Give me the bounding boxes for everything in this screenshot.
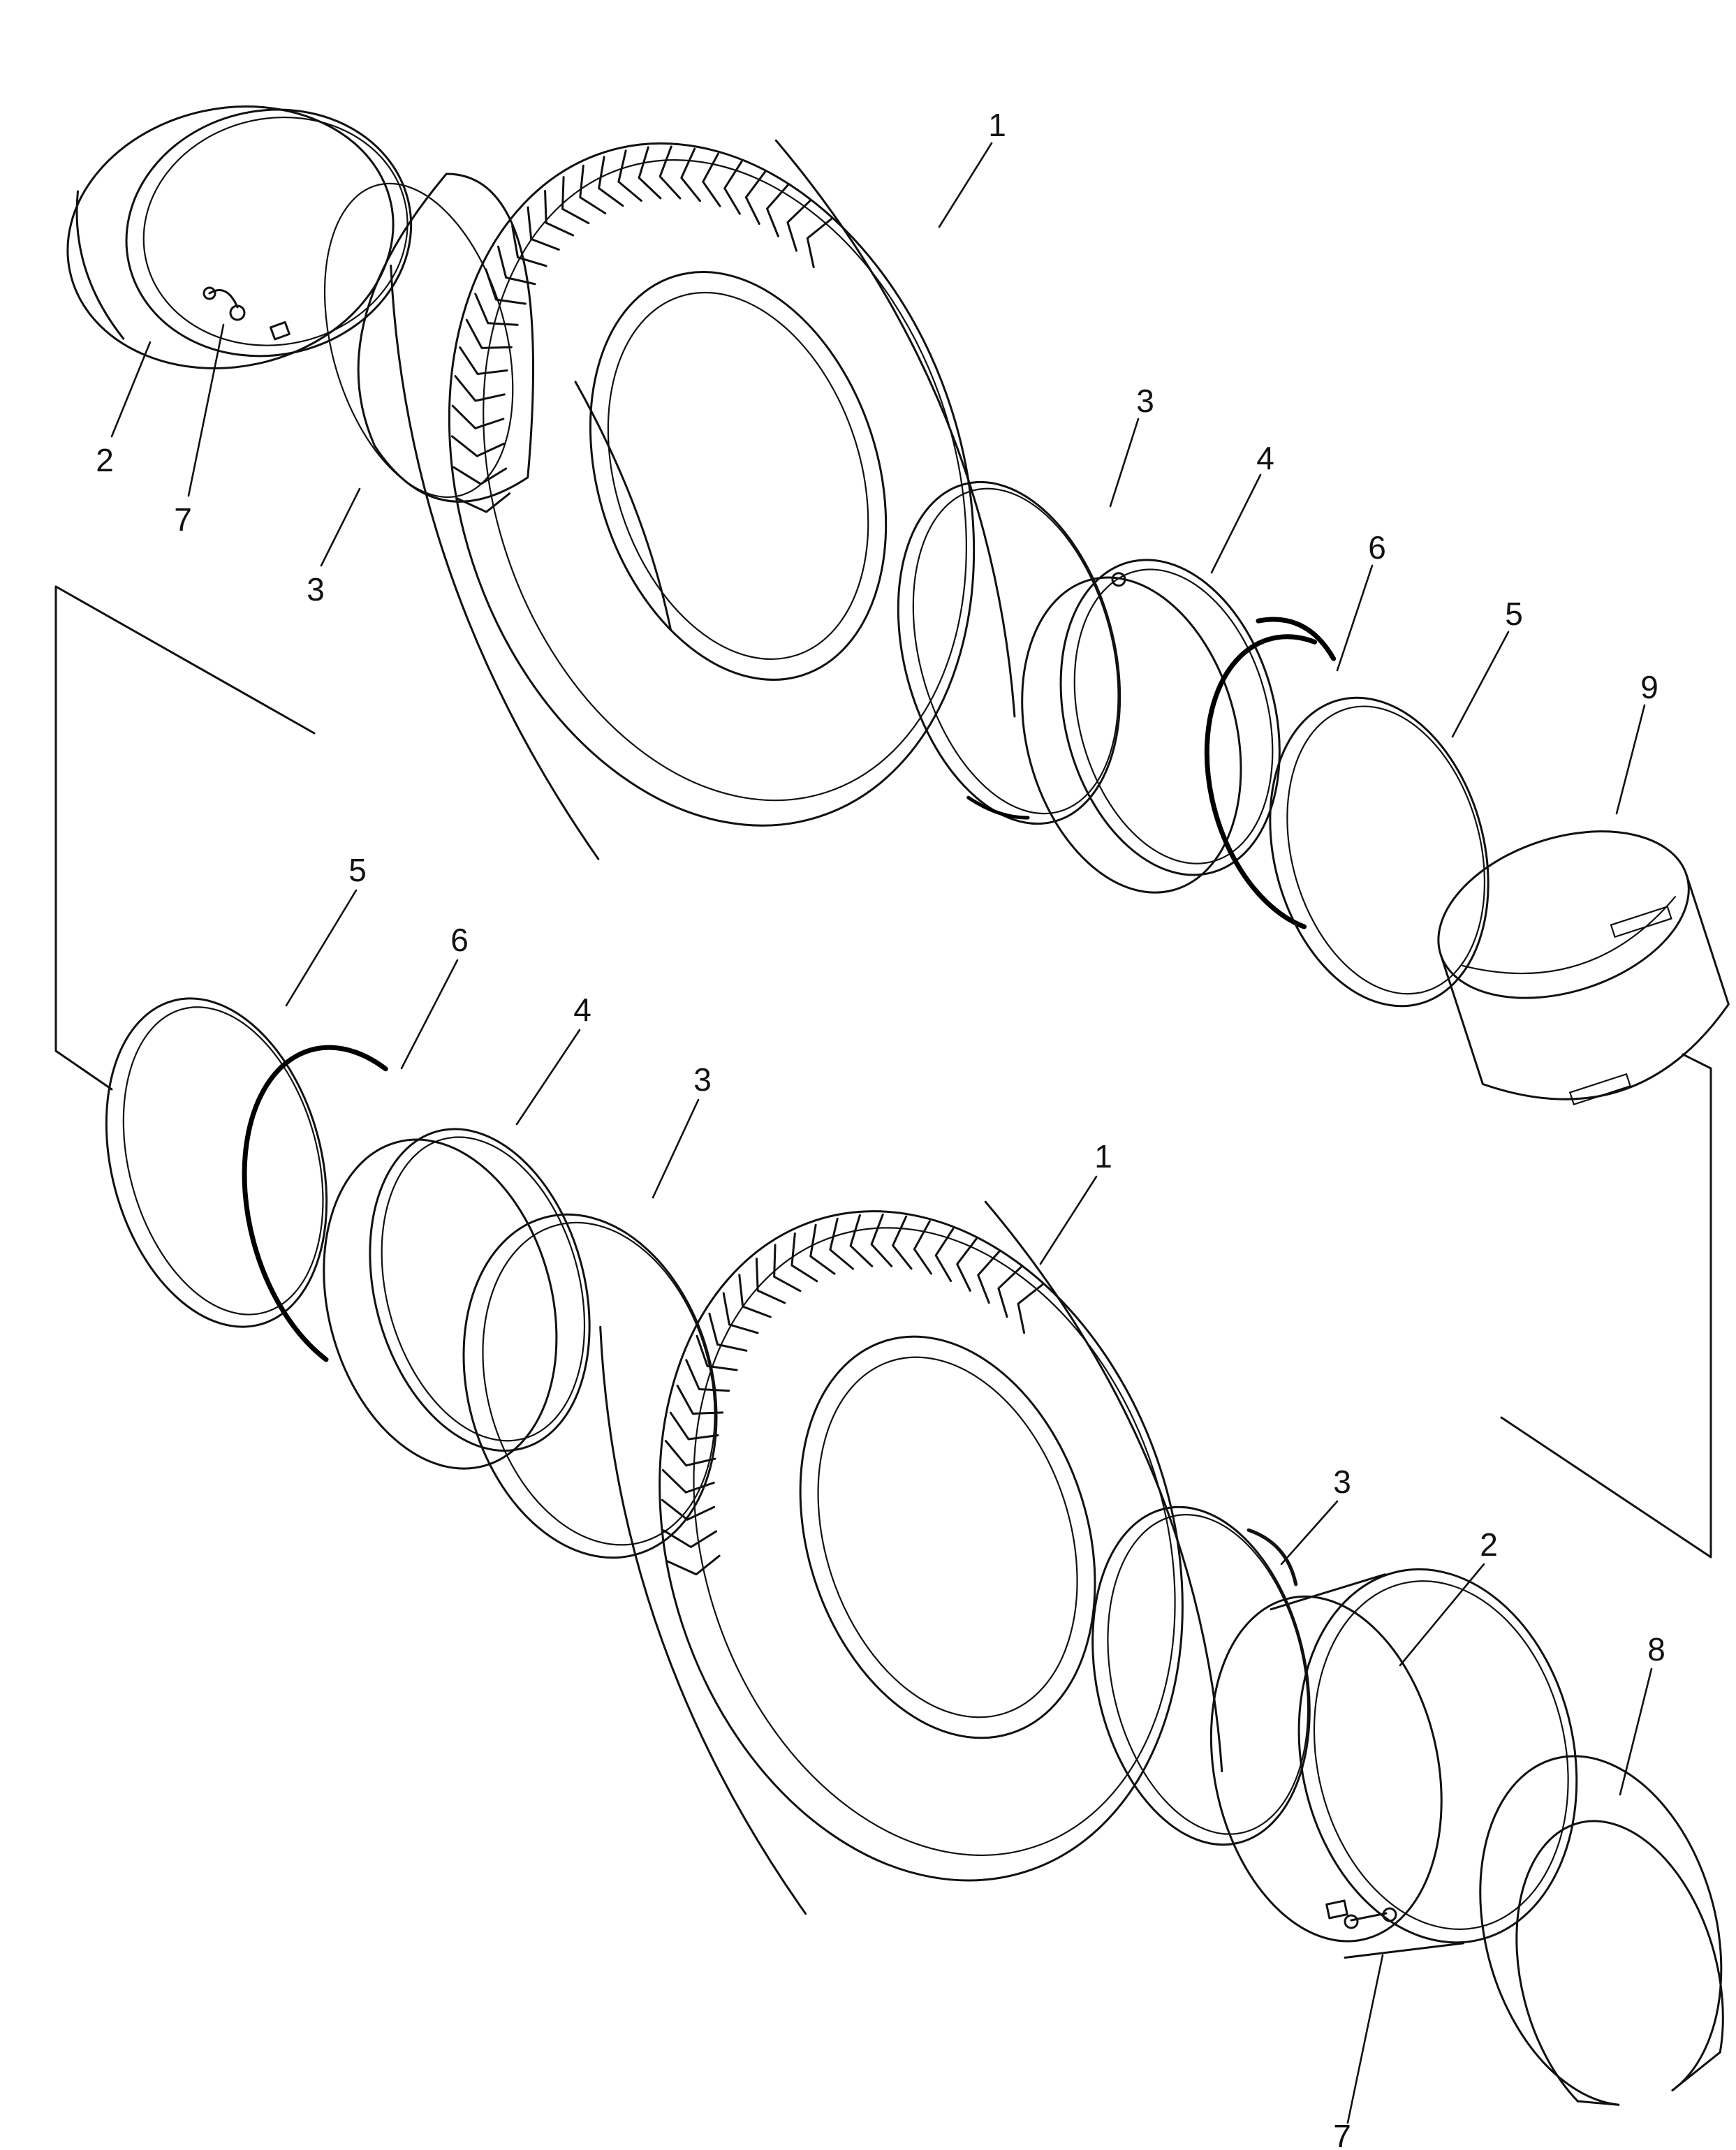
callout-upper-rim: 2 bbox=[96, 442, 114, 478]
tread-lug bbox=[708, 1312, 748, 1352]
tread-lug bbox=[459, 346, 508, 376]
lower-tire-tread bbox=[661, 1213, 1045, 1576]
tread-lug bbox=[722, 1292, 759, 1334]
tread-lug bbox=[934, 1228, 955, 1282]
callout-lower-rim: 2 bbox=[1480, 1526, 1498, 1563]
lower-ring-left bbox=[462, 1213, 718, 1559]
tread-lug bbox=[685, 1359, 730, 1392]
tread-lug bbox=[664, 1440, 716, 1467]
tread-lug bbox=[579, 164, 607, 214]
tread-lug bbox=[456, 492, 511, 513]
callout-upper-lock-ring: 6 bbox=[1368, 529, 1386, 566]
lower-ring-right bbox=[1091, 1505, 1311, 1846]
tread-lug bbox=[773, 1244, 802, 1293]
upper-ring-left bbox=[323, 172, 535, 503]
tread-lug bbox=[450, 435, 506, 457]
tread-lug bbox=[809, 1223, 836, 1275]
lower-side-ring bbox=[323, 1128, 591, 1470]
upper-seat-ring bbox=[1269, 696, 1489, 1008]
tread-lug bbox=[561, 176, 590, 225]
tread-lug bbox=[849, 1214, 874, 1267]
tread-lug bbox=[451, 404, 505, 429]
tread-lug bbox=[638, 146, 662, 200]
tread-lug bbox=[744, 170, 767, 226]
tread-lug bbox=[696, 1334, 738, 1371]
tread-lug bbox=[485, 268, 527, 305]
tread-lug bbox=[1017, 1283, 1045, 1334]
callout-lower-valve: 7 bbox=[1333, 2118, 1351, 2150]
tread-lug bbox=[465, 318, 513, 349]
callout-spacer-band: 9 bbox=[1640, 669, 1658, 705]
upper-valve bbox=[203, 286, 290, 341]
callout-upper-ring-right: 3 bbox=[1136, 383, 1154, 419]
tread-lug bbox=[997, 1265, 1023, 1318]
callout-labels: 1 2 7 3 3 4 6 5 9 5 6 4 3 1 3 2 8 7 bbox=[96, 107, 1665, 2150]
section-divider-left bbox=[54, 585, 316, 1091]
tread-lug bbox=[723, 160, 743, 215]
tread-lug bbox=[755, 1258, 786, 1304]
tread-lug bbox=[453, 466, 508, 485]
leader-lines bbox=[110, 142, 1653, 2124]
tread-lug bbox=[676, 1384, 724, 1415]
callout-upper-tire: 1 bbox=[988, 107, 1006, 143]
tread-lug bbox=[870, 1213, 893, 1267]
section-divider-right bbox=[1500, 1053, 1712, 1559]
spacer-band bbox=[1437, 830, 1730, 1106]
upper-side-ring bbox=[1021, 559, 1281, 894]
tread-lug bbox=[829, 1217, 854, 1270]
upper-ring-right bbox=[897, 480, 1121, 825]
callout-upper-seat-ring: 5 bbox=[1505, 596, 1523, 632]
tread-lug bbox=[892, 1215, 913, 1270]
tread-lug bbox=[790, 1232, 818, 1283]
tread-lug bbox=[766, 184, 790, 237]
tread-lug bbox=[662, 1529, 717, 1549]
tread-lug bbox=[669, 1411, 719, 1441]
tread-lug bbox=[661, 1499, 716, 1521]
tread-lug bbox=[806, 217, 834, 269]
upper-rim bbox=[66, 105, 413, 369]
callout-upper-valve: 7 bbox=[174, 501, 192, 538]
tread-lug bbox=[544, 190, 575, 237]
callout-lower-lock-ring: 6 bbox=[450, 922, 469, 958]
tread-lug bbox=[511, 225, 547, 267]
callout-upper-side-ring: 4 bbox=[1256, 440, 1274, 476]
callout-lower-ring-right: 3 bbox=[1333, 1464, 1351, 1500]
lower-valve bbox=[1344, 1907, 1397, 1929]
callout-clamp-band: 8 bbox=[1647, 1631, 1665, 1667]
tread-lug bbox=[598, 156, 624, 207]
tread-lug bbox=[786, 199, 812, 252]
callout-lower-ring-left: 3 bbox=[693, 1061, 712, 1098]
callout-lower-seat-ring: 5 bbox=[348, 852, 367, 888]
tread-lug bbox=[454, 375, 506, 402]
tread-lug bbox=[659, 145, 682, 200]
tread-lug bbox=[666, 1554, 721, 1576]
lower-lock-ring bbox=[242, 1045, 388, 1362]
clamp-band bbox=[1479, 1755, 1724, 2106]
tread-lug bbox=[680, 147, 701, 203]
upper-lock-ring bbox=[1204, 617, 1337, 929]
lower-rim bbox=[1209, 1568, 1578, 1959]
tread-lug bbox=[661, 1468, 715, 1494]
callout-lower-tire: 1 bbox=[1094, 1138, 1112, 1175]
tread-lug bbox=[956, 1237, 978, 1292]
callout-upper-ring-left: 3 bbox=[307, 571, 325, 608]
callout-lower-side-ring: 4 bbox=[573, 992, 591, 1028]
tread-lug bbox=[738, 1274, 772, 1318]
tread-lug bbox=[474, 293, 519, 326]
tread-lug bbox=[702, 152, 721, 207]
upper-tire-tread bbox=[450, 145, 834, 513]
tread-lug bbox=[913, 1220, 932, 1275]
lower-seat-ring bbox=[105, 997, 328, 1328]
upper-tire bbox=[390, 139, 1016, 860]
tread-lug bbox=[977, 1250, 1001, 1304]
tread-lug bbox=[617, 149, 642, 202]
tread-lug bbox=[527, 206, 560, 251]
tread-lug bbox=[496, 245, 536, 286]
lower-tire bbox=[599, 1200, 1223, 1915]
